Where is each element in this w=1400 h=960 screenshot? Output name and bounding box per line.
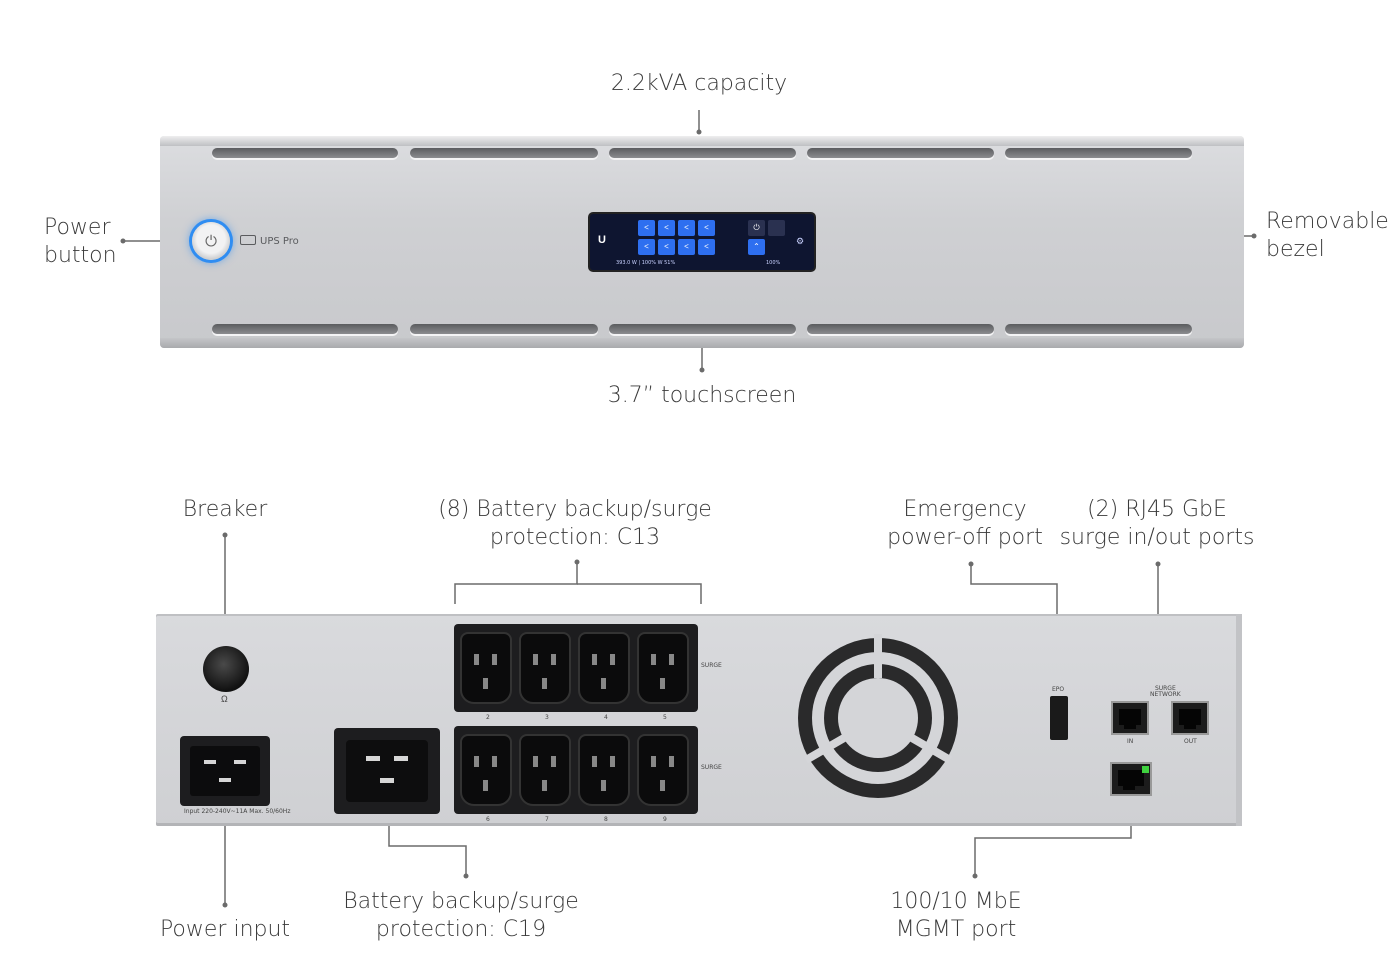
ubiquiti-logo-icon: U (598, 234, 606, 246)
outlet-tile[interactable]: < (678, 220, 695, 236)
breaker-switch[interactable] (203, 646, 249, 692)
touchscreen[interactable]: U < < < < < < < < ⏻ SUP ⌃ 393.0 W | 100%… (590, 214, 814, 270)
top-vent (609, 148, 796, 158)
mgmt-port[interactable] (1110, 762, 1152, 796)
power-button[interactable]: ⏻ (192, 222, 230, 260)
outlet-tile[interactable]: < (638, 220, 655, 236)
out-label: OUT (1184, 738, 1197, 745)
bottom-vent (609, 324, 796, 334)
outlet-number: 5 (663, 714, 667, 721)
touchscreen-label: 3.7” touchscreen (607, 383, 797, 408)
rj45-out-port[interactable] (1171, 701, 1209, 735)
c13-outlet[interactable] (460, 632, 512, 704)
outlet-tile[interactable]: < (658, 239, 675, 255)
capacity-label: 2.2kVA capacity (610, 71, 788, 96)
link-led (1142, 766, 1149, 773)
c13-outlet[interactable] (637, 632, 689, 704)
c13-outlet[interactable] (519, 632, 571, 704)
bottom-vent (212, 324, 398, 334)
epo-port[interactable] (1050, 696, 1068, 740)
top-vent (410, 148, 598, 158)
outlet-number: 4 (604, 714, 608, 721)
outlet-number: 2 (486, 714, 490, 721)
status-tile[interactable]: ⌃ (748, 239, 765, 255)
outlet-tile[interactable]: < (678, 239, 695, 255)
bottom-bevel (160, 338, 1244, 348)
removable-bezel-label: Removable bezel (1266, 209, 1389, 262)
status-tile[interactable] (768, 220, 785, 236)
power-icon: ⏻ (205, 232, 217, 250)
outlet-number: 7 (545, 816, 549, 823)
bottom-vent (1005, 324, 1192, 334)
screen-stats: 393.0 W | 100% W 51% (616, 260, 676, 266)
top-bevel (160, 136, 1244, 146)
c13-bank-top (454, 624, 698, 712)
gear-icon[interactable]: ⚙ (796, 236, 805, 246)
breaker-symbol-icon: Ω (221, 694, 228, 704)
bottom-vent (807, 324, 994, 334)
c13-outlet[interactable] (460, 734, 512, 806)
c19-outlet[interactable] (334, 728, 440, 814)
battery-icon (240, 235, 256, 245)
outlet-tile[interactable]: < (698, 220, 715, 236)
outlet-number: 9 (663, 816, 667, 823)
c20-power-inlet[interactable] (180, 736, 270, 806)
brand-label: UPS Pro (240, 235, 299, 247)
epo-label: EPO (1052, 686, 1065, 693)
rear-edge (1236, 614, 1242, 826)
c13-outlet[interactable] (578, 734, 630, 806)
c13-outlet[interactable] (637, 734, 689, 806)
top-vent (1005, 148, 1192, 158)
input-rating: Input 220-240V~11A Max. 50/60Hz (184, 808, 291, 815)
outlet-number: 8 (604, 816, 608, 823)
fan-grille-icon (798, 634, 958, 798)
outlet-tile[interactable]: < (698, 239, 715, 255)
emergency-label: Emergency power-off port (887, 497, 1043, 550)
power-button-label: Power button (44, 215, 117, 268)
c13-bank-bottom (454, 726, 698, 814)
bottom-vent (410, 324, 598, 334)
c19-label: Battery backup/surge protection: C19 (343, 889, 579, 942)
c13-label: (8) Battery backup/surge protection: C13 (438, 497, 712, 550)
c13-outlet[interactable] (519, 734, 571, 806)
mgmt-label: 100/10 MbE MGMT port (890, 889, 1022, 942)
outlet-number: 6 (486, 816, 490, 823)
breaker-label: Breaker (182, 497, 268, 522)
outlet-tile[interactable]: < (658, 220, 675, 236)
top-vent (212, 148, 398, 158)
ups-rear-panel (156, 614, 1242, 826)
rj45-label: (2) RJ45 GbE surge in/out ports (1059, 497, 1255, 550)
status-tile[interactable]: ⏻ SUP (748, 220, 765, 248)
surge-label: SURGE (701, 662, 722, 669)
screen-battery: 100% (766, 260, 781, 266)
surge-label: SURGE (701, 764, 722, 771)
c13-outlet[interactable] (578, 632, 630, 704)
power-input-label: Power input (159, 917, 291, 942)
top-vent (807, 148, 994, 158)
surge-network-label: SURGE NETWORK (1150, 685, 1181, 698)
in-label: IN (1127, 738, 1134, 745)
outlet-tile[interactable]: < (638, 239, 655, 255)
outlet-number: 3 (545, 714, 549, 721)
rj45-in-port[interactable] (1111, 701, 1149, 735)
